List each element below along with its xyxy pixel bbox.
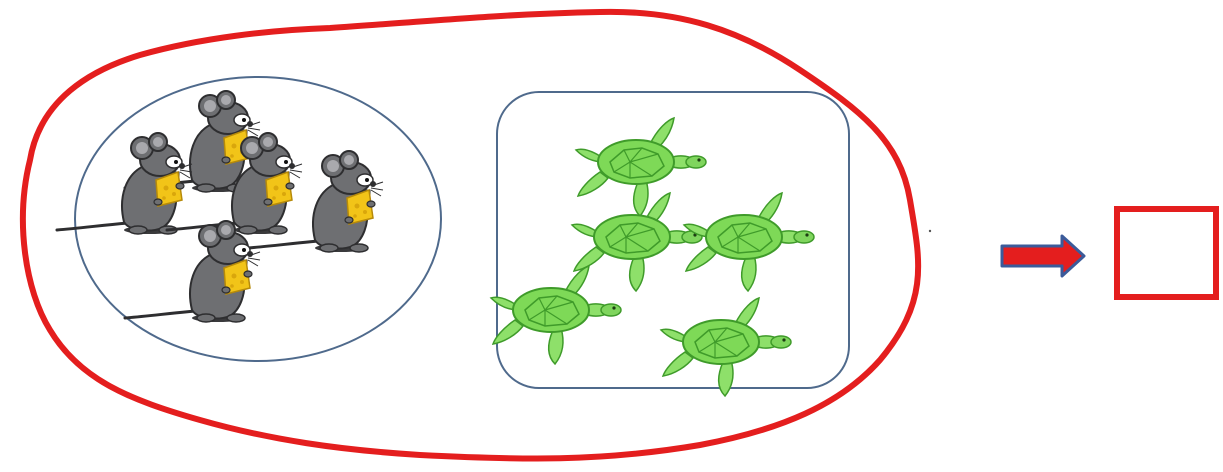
- answer-box[interactable]: [1114, 206, 1219, 300]
- stray-dot: [928, 229, 932, 233]
- mouse-with-cheese-icon: [55, 131, 194, 236]
- mouse-with-cheese-icon: [123, 219, 262, 324]
- turtles-group: [490, 117, 815, 397]
- mice-group: [55, 89, 385, 324]
- sea-turtle-icon: [660, 297, 792, 397]
- right-arrow-icon: [1000, 234, 1086, 278]
- sea-turtle-icon: [490, 265, 622, 365]
- mice-set-ellipse: [74, 76, 442, 362]
- sea-turtle-icon: [575, 117, 707, 217]
- sea-turtle-icon: [683, 192, 815, 292]
- turtles-set-rectangle: [496, 91, 850, 389]
- outer-union-loop: [20, 8, 922, 462]
